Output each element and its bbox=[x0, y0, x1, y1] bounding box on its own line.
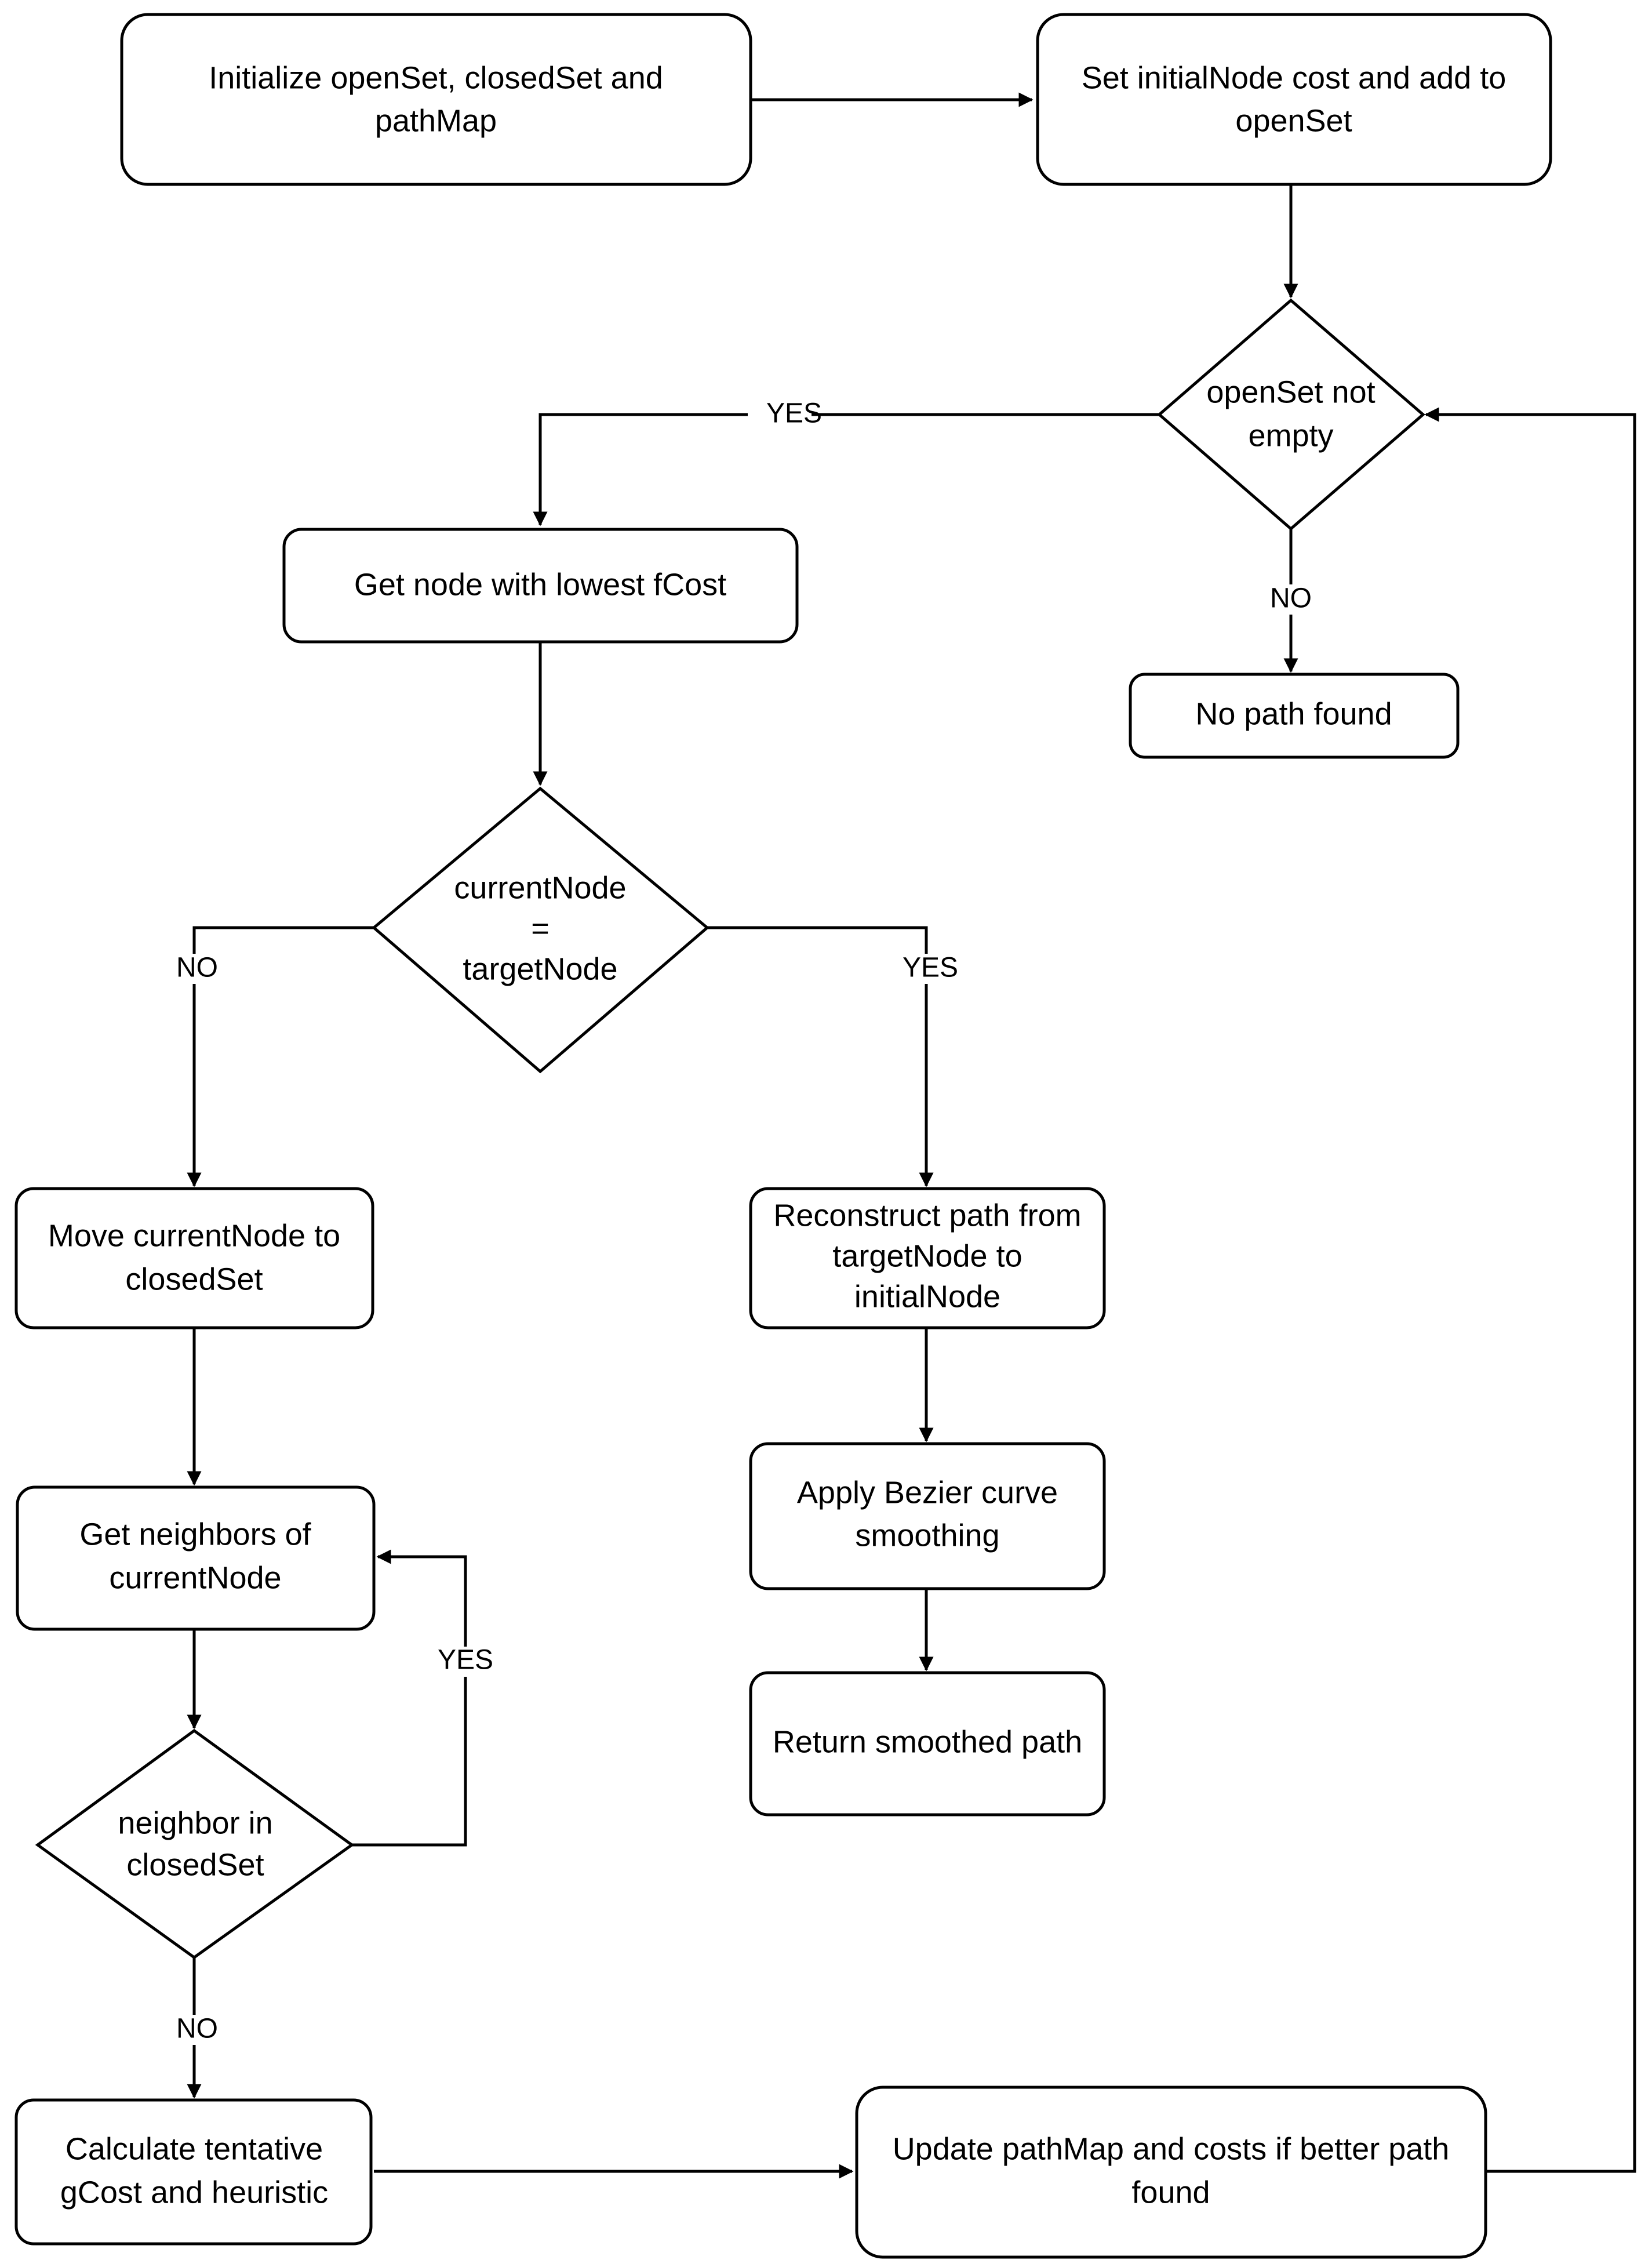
node-calc-cost: Calculate tentative gCost and heuristic bbox=[14, 2098, 373, 2246]
node-update-path: Update pathMap and costs if better path … bbox=[855, 2086, 1487, 2259]
edge-labels: YES NO NO YES YES NO bbox=[168, 398, 1319, 2045]
reconstruct-line-3: initialNode bbox=[854, 1279, 1000, 1314]
neighbor-no-label: NO bbox=[176, 2014, 218, 2044]
node-return-path: Return smoothed path bbox=[749, 1671, 1106, 1816]
reconstruct-line-1: Reconstruct path from bbox=[773, 1198, 1081, 1233]
edge-update-loop-back bbox=[1424, 407, 1636, 2173]
lowest-fcost-label: Get node with lowest fCost bbox=[354, 567, 726, 602]
target-yes-label: YES bbox=[903, 953, 958, 983]
neighbor-yes-label: YES bbox=[438, 1645, 493, 1676]
edge-is-target-no bbox=[187, 926, 374, 1187]
set-initial-line-2: openSet bbox=[1235, 103, 1352, 138]
bezier-line-1: Apply Bezier curve bbox=[797, 1475, 1058, 1510]
node-reconstruct: Reconstruct path from targetNode to init… bbox=[749, 1187, 1106, 1329]
openset-check-line-2: empty bbox=[1248, 418, 1333, 453]
neighbor-closed-line-1: neighbor in bbox=[118, 1805, 272, 1840]
edge-openset-yes bbox=[533, 413, 1159, 526]
is-target-line-3: targetNode bbox=[463, 951, 617, 986]
node-openset-check: openSet not empty bbox=[1157, 298, 1425, 531]
set-initial-line-1: Set initialNode cost and add to bbox=[1082, 60, 1506, 95]
openset-no-label: NO bbox=[1270, 583, 1312, 614]
openset-check-line-1: openSet not bbox=[1206, 375, 1375, 409]
get-neighbors-line-1: Get neighbors of bbox=[79, 1517, 311, 1552]
node-no-path: No path found bbox=[1129, 673, 1460, 759]
bezier-line-2: smoothing bbox=[855, 1518, 999, 1553]
node-lowest-fcost: Get node with lowest fCost bbox=[282, 528, 799, 644]
move-closed-line-2: closedSet bbox=[125, 1262, 263, 1296]
calc-cost-line-1: Calculate tentative bbox=[66, 2131, 323, 2166]
node-bezier: Apply Bezier curve smoothing bbox=[749, 1442, 1106, 1590]
init-sets-line-1: Initialize openSet, closedSet and bbox=[209, 60, 663, 95]
get-neighbors-line-2: currentNode bbox=[109, 1560, 281, 1595]
edge-neighbor-yes bbox=[352, 1549, 467, 1847]
move-closed-line-1: Move currentNode to bbox=[48, 1218, 340, 1253]
edge-is-target-yes bbox=[707, 926, 934, 1187]
update-path-line-2: found bbox=[1131, 2175, 1210, 2210]
init-sets-line-2: pathMap bbox=[375, 103, 497, 138]
target-no-label: NO bbox=[176, 953, 218, 983]
is-target-line-2: = bbox=[531, 911, 550, 946]
no-path-label: No path found bbox=[1195, 696, 1392, 731]
node-is-target: currentNode = targetNode bbox=[372, 786, 709, 1074]
is-target-line-1: currentNode bbox=[454, 870, 626, 905]
openset-yes-label: YES bbox=[766, 398, 822, 429]
node-neighbor-closed: neighbor in closedSet bbox=[35, 1728, 355, 1960]
reconstruct-line-2: targetNode to bbox=[832, 1238, 1022, 1273]
node-get-neighbors: Get neighbors of currentNode bbox=[16, 1485, 376, 1631]
node-init-sets: Initialize openSet, closedSet and pathMa… bbox=[120, 13, 752, 186]
neighbor-closed-line-2: closedSet bbox=[126, 1847, 264, 1882]
update-path-line-1: Update pathMap and costs if better path bbox=[893, 2131, 1450, 2166]
calc-cost-line-2: gCost and heuristic bbox=[60, 2175, 328, 2210]
return-path-label: Return smoothed path bbox=[773, 1724, 1082, 1759]
edges bbox=[187, 92, 1636, 2179]
node-move-closed: Move currentNode to closedSet bbox=[14, 1187, 374, 1329]
node-set-initial: Set initialNode cost and add to openSet bbox=[1036, 13, 1552, 186]
